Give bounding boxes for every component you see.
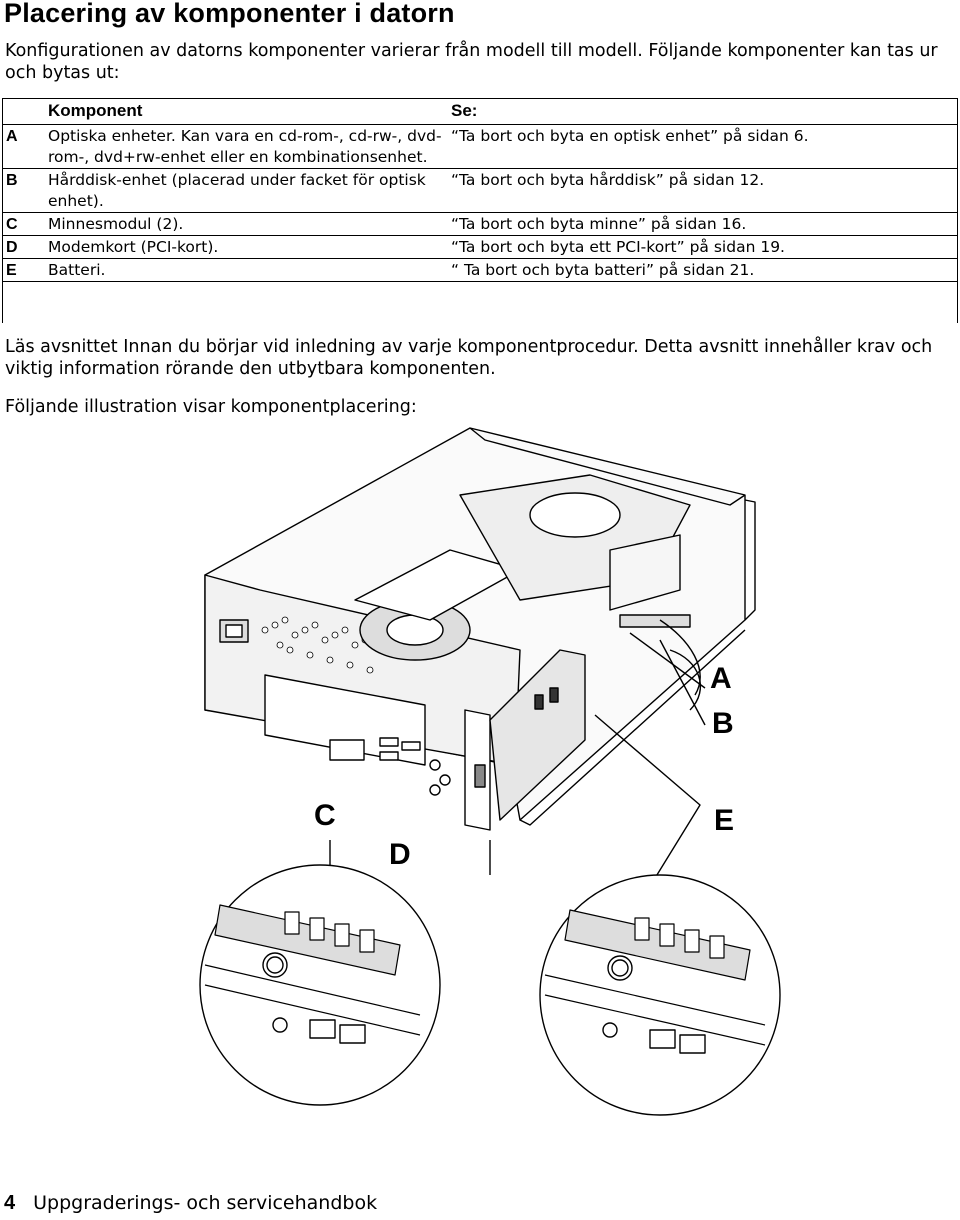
- illustration-svg: [199, 427, 781, 1116]
- callout-label-c: C: [314, 799, 336, 832]
- table-row: B Hårddisk-enhet (placerad under facket …: [2, 168, 958, 213]
- row-letter: B: [2, 168, 44, 213]
- row-component: Minnesmodul (2).: [44, 212, 447, 236]
- table-row: E Batteri. “ Ta bort och byta batteri” p…: [2, 258, 958, 282]
- hard-drive-bay: [609, 534, 681, 611]
- table-header-row: Komponent Se:: [2, 98, 958, 125]
- row-component: Optiska enheter. Kan vara en cd-rom-, cd…: [44, 124, 447, 169]
- callout-label-b: B: [712, 707, 734, 740]
- row-see: “Ta bort och byta ett PCI-kort” på sidan…: [447, 235, 958, 259]
- callout-line-b: [659, 639, 706, 726]
- figure-intro: Följande illustration visar komponentpla…: [5, 397, 417, 417]
- row-letter: A: [2, 124, 44, 169]
- memory-module: [204, 904, 421, 1036]
- chassis-top-edge: [469, 427, 746, 506]
- row-component: Batteri.: [44, 258, 447, 282]
- row-letter: D: [2, 235, 44, 259]
- callout-label-d: D: [389, 838, 411, 871]
- zoom-circle-memory: [199, 864, 441, 1106]
- row-see: “Ta bort och byta hårddisk” på sidan 12.: [447, 168, 958, 213]
- table-row: C Minnesmodul (2). “Ta bort och byta min…: [2, 212, 958, 236]
- row-letter: C: [2, 212, 44, 236]
- computer-illustration: [190, 420, 960, 1140]
- chassis-side-bottom: [519, 629, 746, 826]
- component-table: Komponent Se: A Optiska enheter. Kan var…: [2, 98, 958, 282]
- callout-line-a: [629, 632, 706, 689]
- note-paragraph: Läs avsnittet Innan du börjar vid inledn…: [5, 337, 933, 379]
- audio-jack: [429, 759, 441, 771]
- callout-label-a: A: [710, 662, 732, 695]
- page-number: 4: [4, 1192, 16, 1214]
- table-row: A Optiska enheter. Kan vara en cd-rom-, …: [2, 124, 958, 169]
- vga-port: [329, 739, 365, 761]
- modem-card: [489, 649, 586, 821]
- row-see: “ Ta bort och byta batteri” på sidan 21.: [447, 258, 958, 282]
- row-component: Hårddisk-enhet (placerad under facket fö…: [44, 168, 447, 213]
- memory-module-right: [544, 909, 766, 1046]
- header-see: Se:: [447, 98, 958, 125]
- header-letter: [2, 98, 44, 125]
- header-component: Komponent: [44, 98, 447, 125]
- row-see: “Ta bort och byta en optisk enhet” på si…: [447, 124, 958, 169]
- page-title: Placering av komponenter i datorn: [4, 0, 455, 28]
- callout-label-e: E: [714, 804, 735, 837]
- page-footer: 4 Uppgraderings- och servicehandbok: [4, 1192, 377, 1215]
- usb-port: [379, 737, 399, 747]
- book-title: Uppgraderings- och servicehandbok: [33, 1192, 378, 1214]
- row-component: Modemkort (PCI-kort).: [44, 235, 447, 259]
- row-see: “Ta bort och byta minne” på sidan 16.: [447, 212, 958, 236]
- table-row: D Modemkort (PCI-kort). “Ta bort och byt…: [2, 235, 958, 259]
- intro-paragraph: Konfigurationen av datorns komponenter v…: [5, 41, 938, 83]
- row-letter: E: [2, 258, 44, 282]
